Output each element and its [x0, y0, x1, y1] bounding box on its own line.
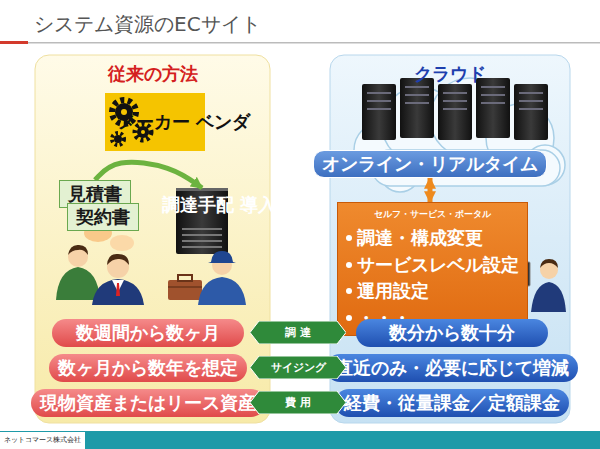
panel-ground	[35, 55, 270, 423]
text-row: 現物資産またはリース資産	[40, 392, 256, 414]
text-row: 調達・構成変更	[346, 227, 483, 249]
server-icon	[362, 78, 548, 140]
header-accent	[0, 41, 28, 44]
cloud-pill: 数分から数十分	[356, 319, 548, 347]
person-icon	[92, 254, 144, 305]
cloud-pill: 経費・従量課金／定額課金	[335, 389, 569, 417]
bullet-dot	[346, 315, 352, 321]
node-label: 契約書	[76, 206, 130, 228]
text-row: 費 用	[285, 396, 311, 409]
panel-ground	[330, 55, 570, 423]
text-row: サイジング	[271, 361, 326, 374]
company-name: ネットコマース株式会社	[4, 435, 81, 445]
portal-item: 運用設定	[357, 280, 429, 302]
node-label: 見積書	[68, 183, 122, 205]
text-row: 運用設定	[346, 280, 429, 302]
portal-item: 調達・構成変更	[357, 227, 483, 249]
node-label: メーカー ベンダ	[118, 111, 199, 133]
traditional-pill: 現物資産またはリース資産	[31, 389, 265, 417]
bullet-dot	[346, 235, 352, 241]
node-label: 従来の方法	[108, 63, 198, 85]
connector-arrow	[428, 178, 433, 202]
portal-box: セルフ・サービス・ポータル調達・構成変更サービスレベル設定運用設定・・・	[337, 202, 528, 336]
node-label: 現物資産またはリース資産	[40, 392, 256, 414]
person-icon	[56, 245, 100, 300]
worker-icon	[168, 251, 246, 305]
server-box: 調達手配 導入作業	[176, 188, 228, 254]
page-title: システム資源のECサイト	[34, 11, 261, 38]
node-label: 経費・従量課金／定額課金	[344, 392, 560, 414]
text-row: 数分から数十分	[389, 322, 515, 344]
footer-bar	[85, 432, 600, 449]
text-row: クラウド	[414, 63, 486, 85]
portal-heading: セルフ・サービス・ポータル	[374, 209, 491, 219]
bullet-dot	[346, 288, 352, 294]
node-label: オンライン・リアルタイム	[322, 153, 538, 175]
text-row: 直近のみ・必要に応じて増減	[335, 357, 569, 379]
text-row: オンライン・リアルタイム	[322, 153, 538, 175]
speech-bubble	[110, 235, 134, 251]
cloud-pill: 直近のみ・必要に応じて増減	[326, 354, 578, 382]
panel: 従来の方法メーカー ベンダ見積書契約書 調達手配 導入作業数週間から数ヶ月数ヶ月か…	[35, 55, 270, 423]
node-label: サイジング	[271, 361, 326, 374]
node-label: 費 用	[285, 396, 311, 409]
node-label: クラウド	[414, 63, 486, 85]
bullet-dot	[346, 262, 352, 268]
text-row: 従来の方法	[108, 63, 198, 85]
text-row: 見積書	[68, 183, 122, 205]
node-label: 調 達	[285, 326, 311, 339]
text-row: 経費・従量課金／定額課金	[344, 392, 560, 414]
traditional-pill: 数週間から数ヶ月	[52, 319, 244, 347]
node-label: 数週間から数ヶ月	[76, 322, 220, 344]
vendor-box: メーカー ベンダ	[105, 93, 205, 151]
text-row: 調 達	[285, 326, 311, 339]
status-capsule: オンライン・リアルタイム	[313, 150, 547, 178]
node-label: 数ヶ月から数年を想定	[58, 357, 238, 379]
text-row: 調達手配 導入作業	[162, 194, 243, 216]
text-row: 数週間から数ヶ月	[76, 322, 220, 344]
panel: クラウドオンライン・リアルタイムセルフ・サービス・ポータル調達・構成変更サービス…	[330, 55, 570, 423]
aspect-tag: サイジング	[250, 356, 346, 379]
gear-icon	[105, 93, 205, 151]
aspect-tag: 調 達	[250, 321, 346, 344]
aspect-tag: 費 用	[250, 391, 346, 414]
text-row: メーカー ベンダ	[118, 111, 199, 133]
text-row: 数ヶ月から数年を想定	[58, 357, 238, 379]
traditional-pill: 数ヶ月から数年を想定	[49, 354, 247, 382]
node-label: 直近のみ・必要に応じて増減	[335, 357, 569, 379]
text-row: 契約書	[76, 206, 130, 228]
footer-rule	[0, 431, 600, 432]
text-row: セルフ・サービス・ポータル	[374, 209, 491, 219]
node-label: 数分から数十分	[389, 322, 515, 344]
header-rule	[0, 42, 600, 44]
node-label: 調達手配 導入作業	[162, 194, 243, 216]
text-row: サービスレベル設定	[346, 254, 519, 276]
document-box: 契約書	[67, 203, 139, 231]
portal-item: サービスレベル設定	[357, 254, 519, 276]
